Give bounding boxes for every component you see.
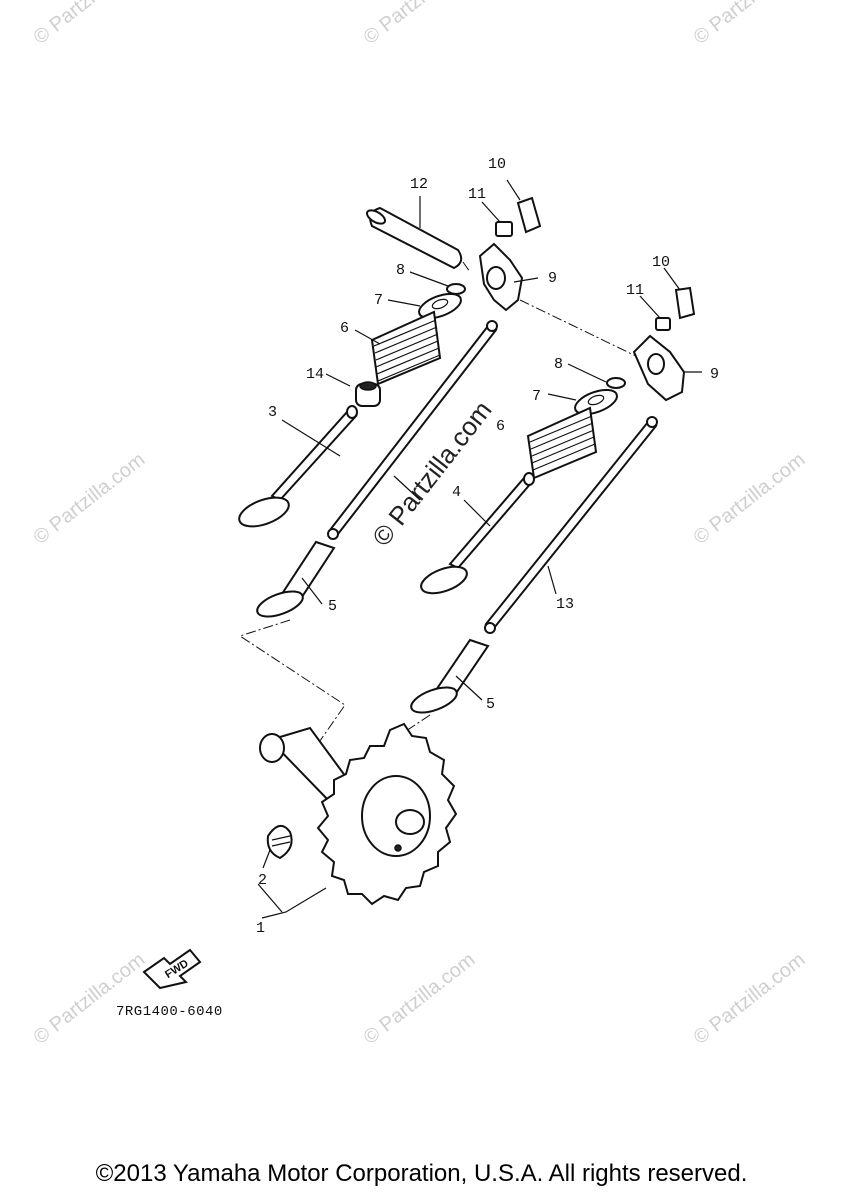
- copyright-notice: ©2013 Yamaha Motor Corporation, U.S.A. A…: [95, 1160, 748, 1187]
- callout-2: 2: [258, 872, 267, 889]
- valve-lifter-right: [410, 638, 490, 714]
- watermark: © Partzilla.com: [30, 0, 150, 49]
- assembly-lines: [238, 261, 641, 749]
- exhaust-valve: [420, 472, 535, 595]
- intake-valve: [238, 405, 358, 528]
- diagram-code: 7RG1400-6040: [116, 1004, 223, 1020]
- callout-13: 13: [556, 596, 574, 613]
- callout-8: 8: [554, 356, 563, 373]
- callout-5: 5: [328, 598, 337, 615]
- watermark: © Partzilla.com: [690, 0, 810, 49]
- valve-lifter-left: [256, 540, 336, 618]
- fwd-arrow-icon: FWD: [142, 948, 202, 990]
- push-rod-left: [327, 320, 498, 540]
- callout-6: 6: [496, 418, 505, 435]
- leader-lines: [257, 179, 702, 919]
- callout-9: 9: [548, 270, 557, 287]
- watermark-group: © Partzilla.com © Partzilla.com © Partzi…: [30, 0, 810, 1049]
- adjust-screw-left: [495, 196, 542, 237]
- callout-10: 10: [488, 156, 506, 173]
- valve-stem-seal: [355, 381, 381, 407]
- callout-3: 3: [268, 404, 277, 421]
- callout-6: 6: [340, 320, 349, 337]
- rocker-arm-left: [478, 242, 524, 312]
- callout-4: 4: [452, 484, 461, 501]
- watermark: © Partzilla.com: [360, 0, 480, 49]
- spring-retainer-right: [574, 388, 618, 416]
- rocker-shaft-pin: [365, 206, 463, 270]
- callout-14: 14: [306, 366, 324, 383]
- watermark: © Partzilla.com: [30, 949, 150, 1049]
- callout-7: 7: [374, 292, 383, 309]
- callout-8: 8: [396, 262, 405, 279]
- valve-cotter-left: [446, 283, 466, 295]
- decompression-spring: [266, 825, 293, 860]
- push-rod-right: [484, 416, 658, 634]
- callout-12: 12: [410, 176, 428, 193]
- callout-11: 11: [626, 282, 644, 299]
- watermark: © Partzilla.com: [690, 449, 810, 549]
- rocker-arm-right: [632, 334, 686, 402]
- watermark: © Partzilla.com: [30, 449, 150, 549]
- adjust-screw-right: [655, 286, 696, 331]
- callout-10: 10: [652, 254, 670, 271]
- callout-1: 1: [256, 920, 265, 937]
- valve-cotter-right: [606, 377, 626, 389]
- watermark: © Partzilla.com: [360, 949, 480, 1049]
- camshaft-gear: [259, 722, 458, 906]
- callout-11: 11: [468, 186, 486, 203]
- watermark: © Partzilla.com: [690, 949, 810, 1049]
- valve-spring-left: [370, 310, 442, 386]
- callout-labels: 10 11 12 8 9 7 6 14 3 10 11 8 9 7 6 4 13…: [256, 156, 719, 937]
- callout-7: 7: [532, 388, 541, 405]
- spring-retainer-left: [418, 292, 462, 320]
- valve-spring-right: [526, 406, 598, 480]
- callout-9: 9: [710, 366, 719, 383]
- callout-5: 5: [486, 696, 495, 713]
